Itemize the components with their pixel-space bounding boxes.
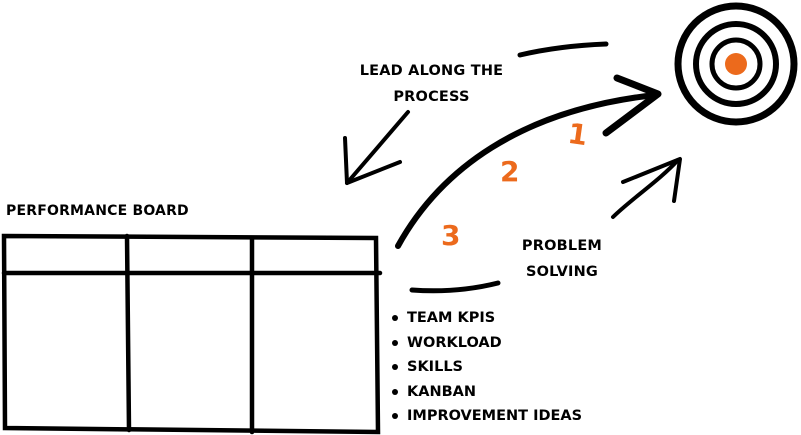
board-outline — [1, 233, 381, 435]
lead-label-line1: LEAD ALONG THE — [359, 63, 504, 79]
board-column-divider-1 — [124, 233, 132, 433]
problem-label-line2: SOLVING — [525, 264, 599, 280]
list-item: SKILLS — [392, 355, 582, 380]
bullet-icon — [392, 315, 398, 322]
problem-solving-arrow — [409, 157, 682, 294]
bullet-icon — [392, 388, 398, 395]
problem-solving-label: PROBLEM SOLVING — [517, 233, 607, 285]
lead-along-process-label: LEAD ALONG THE PROCESS — [349, 58, 514, 110]
main-path-arrow — [395, 74, 662, 249]
target-bullseye — [725, 53, 747, 75]
list-item: WORKLOAD — [392, 331, 582, 356]
problem-label-line1: PROBLEM — [521, 238, 603, 254]
performance-board-title: PERFORMANCE BOARD — [6, 203, 189, 219]
performance-board-grid — [1, 233, 383, 435]
lead-label-line2: PROCESS — [393, 89, 470, 105]
target-icon — [674, 2, 798, 126]
lead-arrow — [343, 41, 609, 185]
board-items-list: TEAM KPIS WORKLOAD SKILLS KANBAN IMPROVE… — [392, 306, 582, 429]
step-2: 2 — [500, 155, 520, 188]
list-item: TEAM KPIS — [392, 306, 582, 331]
step-3: 3 — [441, 219, 461, 252]
list-item: KANBAN — [392, 380, 582, 405]
bullet-icon — [392, 339, 398, 346]
list-item: IMPROVEMENT IDEAS — [392, 404, 582, 429]
bullet-icon — [392, 413, 398, 420]
bullet-icon — [392, 364, 398, 371]
